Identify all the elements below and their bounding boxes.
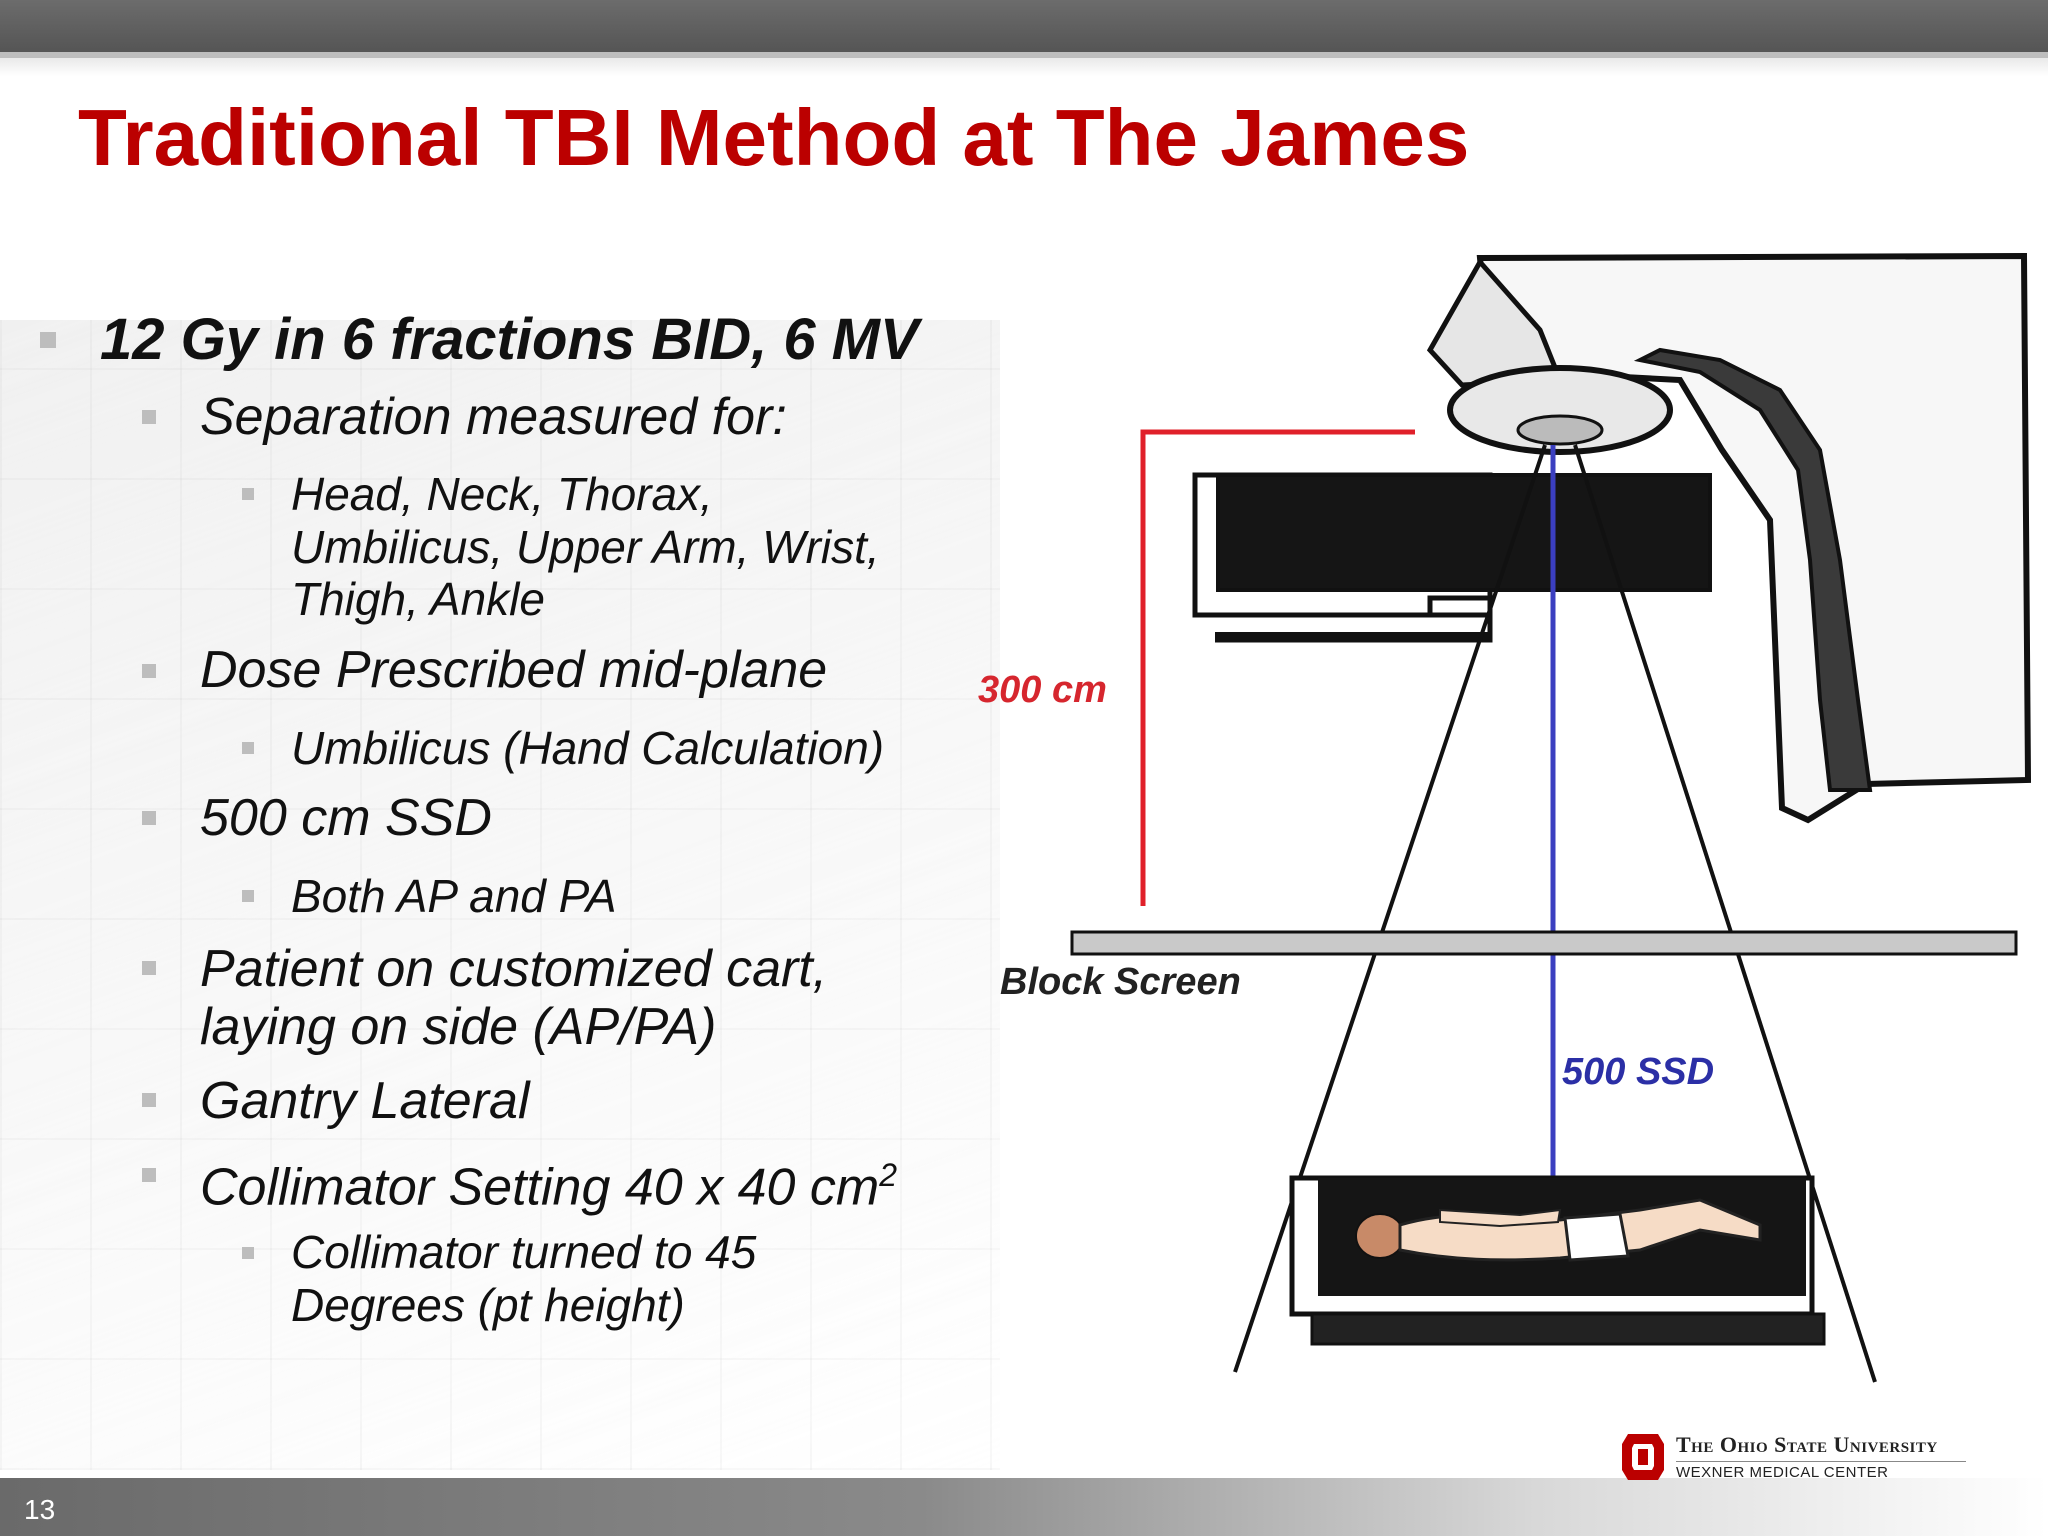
bullet-sites-line1: Head, Neck, Thorax, (291, 468, 713, 520)
label-300cm: 300 cm (978, 669, 1107, 711)
collimator-face (1516, 414, 1604, 446)
bullet-collimator-turned-line1: Collimator turned to 45 (291, 1226, 757, 1278)
logo-center-name: WEXNER MEDICAL CENTER (1676, 1464, 1889, 1481)
bullet-ap-pa: Both AP and PA (291, 870, 617, 922)
bullet-main: 12 Gy in 6 fractions BID, 6 MV (100, 307, 919, 372)
bullet-marker (242, 488, 254, 500)
bullet-marker (242, 1247, 254, 1259)
bullet-gantry: Gantry Lateral (200, 1072, 530, 1130)
bullet-marker (142, 1093, 156, 1107)
bullet-separation: Separation measured for: (200, 388, 787, 446)
page-number: 13 (24, 1494, 56, 1525)
bullet-patient-line1: Patient on customized cart, (200, 940, 828, 998)
bullet-collimator: Collimator Setting 40 x 40 cm2 (200, 1146, 897, 1216)
bullet-dose: Dose Prescribed mid-plane (200, 641, 828, 699)
bullet-umbilicus: Umbilicus (Hand Calculation) (291, 722, 885, 774)
beam-edge-right (1573, 444, 1877, 1383)
bullet-marker (142, 664, 156, 678)
bullet-sites-line2: Umbilicus, Upper Arm, Wrist, (291, 521, 880, 573)
bullet-list: 12 Gy in 6 fractions BID, 6 MV Separatio… (0, 0, 1000, 1400)
block-o-icon (1622, 1434, 1664, 1480)
bullet-marker (142, 811, 156, 825)
bullet-collimator-turned-line2: Degrees (pt height) (291, 1279, 685, 1331)
top-bar (0, 0, 2048, 52)
logo-university-name: The Ohio State University (1676, 1432, 1938, 1457)
bullet-marker (142, 961, 156, 975)
beam-edge-left (1233, 444, 1547, 1373)
bullet-marker (142, 1168, 156, 1182)
top-divider (0, 52, 2048, 58)
patient-cart-base (1310, 1312, 1826, 1346)
bullet-patient-line2: laying on side (AP/PA) (200, 998, 717, 1056)
linac-arm (1633, 347, 1873, 792)
footer-bar (0, 1478, 2048, 1536)
distance-300-line (1140, 429, 1415, 906)
bullet-collimator-text: Collimator Setting 40 x 40 cm (200, 1158, 880, 1217)
slide-title: Traditional TBI Method at The James (78, 93, 1470, 182)
bullet-marker (242, 890, 254, 902)
bullet-marker (40, 332, 56, 348)
bullet-ssd: 500 cm SSD (200, 789, 492, 847)
tbi-setup-diagram: 300 cm Block Screen 500 SSD (978, 252, 2032, 1383)
superscript-2: 2 (879, 1157, 897, 1193)
block-screen (1070, 930, 2018, 956)
top-shadow (0, 58, 2048, 76)
logo-divider (1676, 1461, 1966, 1462)
bullet-marker (242, 742, 254, 754)
bullet-sites-line3: Thigh, Ankle (291, 573, 545, 625)
collimator-disc (1447, 365, 1673, 455)
background-decoration (0, 320, 1000, 1470)
bullet-marker (142, 410, 156, 424)
label-block-screen: Block Screen (1000, 961, 1241, 1003)
couch-top (1216, 473, 1712, 592)
patient-figure (1355, 1198, 1762, 1262)
label-500-ssd: 500 SSD (1562, 1051, 1714, 1093)
